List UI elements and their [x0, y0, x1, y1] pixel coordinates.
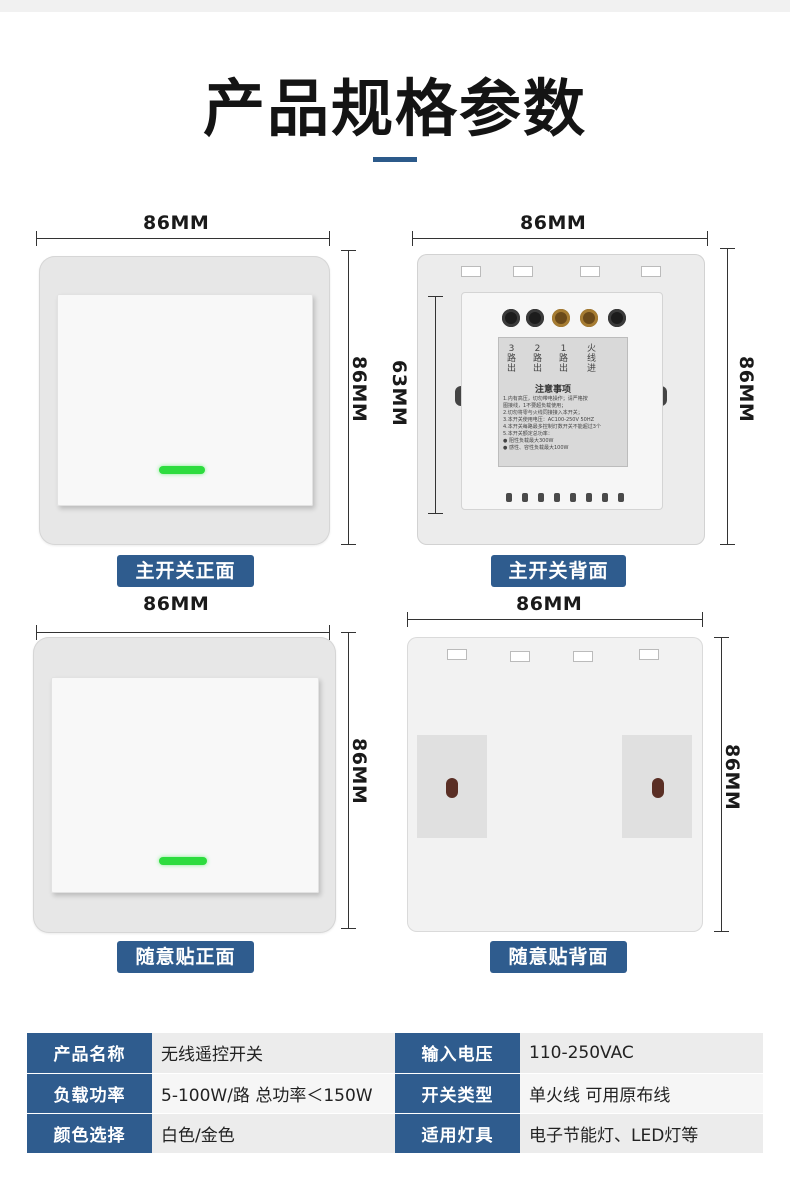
back-sticker-tab: [573, 651, 593, 662]
back-main-inner-height-line: [428, 296, 443, 514]
notice-line-4: 3.本开关使用电压：AC100-250V 50HZ: [503, 417, 595, 423]
terminal-extra: [608, 309, 626, 327]
back-sticker-width-line: [407, 612, 703, 627]
front-sticker-rocker[interactable]: [51, 677, 319, 893]
adhesive-pad-right: [622, 735, 692, 838]
back-sticker-plate: [407, 637, 703, 932]
spec-value: 110-250VAC: [520, 1033, 763, 1074]
notice-line-2: 图接线，1不要超负载使用；: [503, 403, 567, 409]
back-main-caption: 主开关背面: [491, 555, 626, 587]
table-row: 产品名称 无线遥控开关 输入电压 110-250VAC: [27, 1033, 763, 1074]
spec-value: 电子节能灯、LED灯等: [520, 1113, 763, 1154]
back-sticker-height-label: 86MM: [721, 744, 743, 811]
front-main-led-indicator: [159, 466, 205, 474]
spec-key: 负载功率: [27, 1073, 152, 1114]
back-sticker-height-line: [714, 637, 729, 932]
terminal-label-2: 2 路 出: [533, 344, 543, 374]
terminal-label-live: 火 线 进: [587, 344, 597, 374]
back-main-tab: [580, 266, 600, 277]
notice-title: 注意事项: [535, 385, 572, 395]
front-sticker-height-label: 86MM: [348, 738, 370, 805]
notice-line-6: 5.本开关额定总功率：: [503, 431, 553, 437]
front-sticker-width-label: 86MM: [143, 593, 210, 615]
front-main-width-line: [36, 231, 330, 246]
back-main-height-label: 86MM: [735, 356, 757, 423]
vent-slot: [554, 493, 560, 502]
table-row: 负载功率 5-100W/路 总功率＜150W 开关类型 单火线 可用原布线: [27, 1073, 763, 1114]
back-main-module: 3 路 出 2 路 出 1 路 出 火 线 进 注意事项 1.内有高压，切勿带电…: [461, 292, 663, 510]
back-main-width-line: [412, 231, 708, 246]
front-main-height-label: 86MM: [348, 356, 370, 423]
page-title: 产品规格参数: [202, 72, 587, 145]
vent-slot: [586, 493, 592, 502]
vent-slot: [522, 493, 528, 502]
notice-line-8: ● 感性、容性负载最大100W: [503, 445, 569, 451]
front-main-height-line: [341, 250, 356, 545]
spec-value: 白色/金色: [152, 1113, 395, 1154]
spec-value: 5-100W/路 总功率＜150W: [152, 1073, 395, 1114]
vent-slot: [538, 493, 544, 502]
spec-value: 单火线 可用原布线: [520, 1073, 763, 1114]
back-sticker-width-label: 86MM: [516, 593, 583, 615]
vent-slot: [602, 493, 608, 502]
mount-hole-right: [652, 778, 664, 798]
back-sticker-tab: [639, 649, 659, 660]
title-underline: [373, 157, 417, 162]
notice-line-1: 1.内有高压，切勿带电操作；请严格按: [503, 396, 588, 402]
front-sticker-led-indicator: [159, 857, 207, 865]
front-sticker-caption: 随意贴正面: [117, 941, 254, 973]
back-main-frame: 3 路 出 2 路 出 1 路 出 火 线 进 注意事项 1.内有高压，切勿带电…: [417, 254, 705, 545]
back-main-label-plate: 3 路 出 2 路 出 1 路 出 火 线 进 注意事项 1.内有高压，切勿带电…: [498, 337, 628, 467]
spec-table: 产品名称 无线遥控开关 输入电压 110-250VAC 负载功率 5-100W/…: [27, 1033, 763, 1154]
back-main-tab: [513, 266, 533, 277]
terminal-1: [552, 309, 570, 327]
vent-slot: [618, 493, 624, 502]
terminal-label-3: 3 路 出: [507, 344, 517, 374]
front-main-rocker[interactable]: [57, 294, 313, 506]
terminal-label-1: 1 路 出: [559, 344, 569, 374]
mount-hole-left: [446, 778, 458, 798]
front-sticker-width-line: [36, 625, 330, 640]
spec-key: 颜色选择: [27, 1113, 152, 1154]
back-sticker-tab: [510, 651, 530, 662]
front-main-width-label: 86MM: [143, 212, 210, 234]
vent-slot: [570, 493, 576, 502]
spec-key: 输入电压: [395, 1033, 520, 1074]
notice-line-7: ● 阻性负载最大300W: [503, 438, 554, 444]
front-main-plate: [39, 256, 330, 545]
notice-line-5: 4.本开关每路最多控制灯数开关不能超过3个: [503, 424, 601, 430]
terminal-2: [526, 309, 544, 327]
terminal-3: [502, 309, 520, 327]
adhesive-pad-left: [417, 735, 487, 838]
front-sticker-plate: [33, 637, 336, 933]
vent-slot: [506, 493, 512, 502]
notice-line-3: 2.切勿将零与火线同接接入本开关；: [503, 410, 583, 416]
back-sticker-tab: [447, 649, 467, 660]
back-main-tab: [461, 266, 481, 277]
front-sticker-height-line: [341, 632, 356, 929]
top-band: [0, 0, 790, 12]
spec-key: 适用灯具: [395, 1113, 520, 1154]
back-sticker-caption: 随意贴背面: [490, 941, 627, 973]
spec-key: 开关类型: [395, 1073, 520, 1114]
spec-value: 无线遥控开关: [152, 1033, 395, 1074]
back-main-width-label: 86MM: [520, 212, 587, 234]
front-main-caption: 主开关正面: [117, 555, 254, 587]
back-main-inner-height-label: 63MM: [388, 360, 410, 427]
terminal-live: [580, 309, 598, 327]
back-main-tab: [641, 266, 661, 277]
spec-key: 产品名称: [27, 1033, 152, 1074]
back-main-height-line: [720, 248, 735, 545]
table-row: 颜色选择 白色/金色 适用灯具 电子节能灯、LED灯等: [27, 1113, 763, 1154]
